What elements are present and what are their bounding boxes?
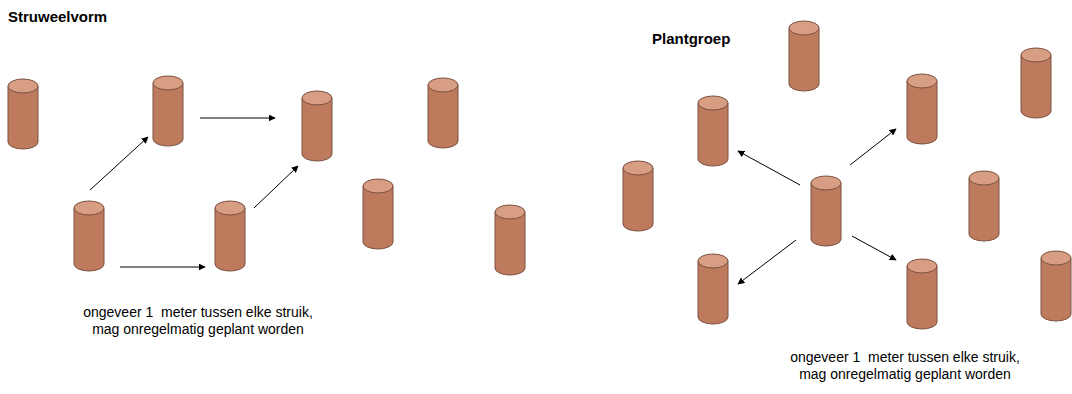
shrub	[789, 21, 819, 91]
shrub	[969, 171, 999, 241]
shrub	[302, 91, 332, 161]
panel-heading: Plantgroep	[652, 30, 730, 47]
shrub	[698, 254, 728, 324]
shrub	[698, 96, 728, 166]
spacing-note: ongeveer 1 meter tussen elke struik, mag…	[780, 349, 1030, 383]
arrow	[852, 236, 896, 260]
shrub	[153, 76, 183, 146]
shrub	[8, 79, 38, 149]
arrow	[738, 240, 796, 284]
arrow	[738, 151, 800, 185]
shrub	[74, 201, 104, 271]
shrub	[215, 201, 245, 271]
shrub	[428, 78, 458, 148]
arrow	[200, 118, 275, 119]
shrub	[363, 179, 393, 249]
shrub	[811, 176, 841, 246]
panel-heading: Struweelvorm	[8, 8, 107, 25]
shrub	[623, 161, 653, 231]
shrub	[907, 259, 937, 329]
shrub	[907, 74, 937, 144]
arrow	[120, 267, 205, 268]
arrow	[90, 137, 148, 190]
shrub	[495, 205, 525, 275]
shrub	[1021, 48, 1051, 118]
shrub	[1041, 251, 1071, 321]
arrow	[254, 166, 298, 208]
arrow	[850, 129, 896, 165]
spacing-note: ongeveer 1 meter tussen elke struik, mag…	[73, 304, 323, 338]
